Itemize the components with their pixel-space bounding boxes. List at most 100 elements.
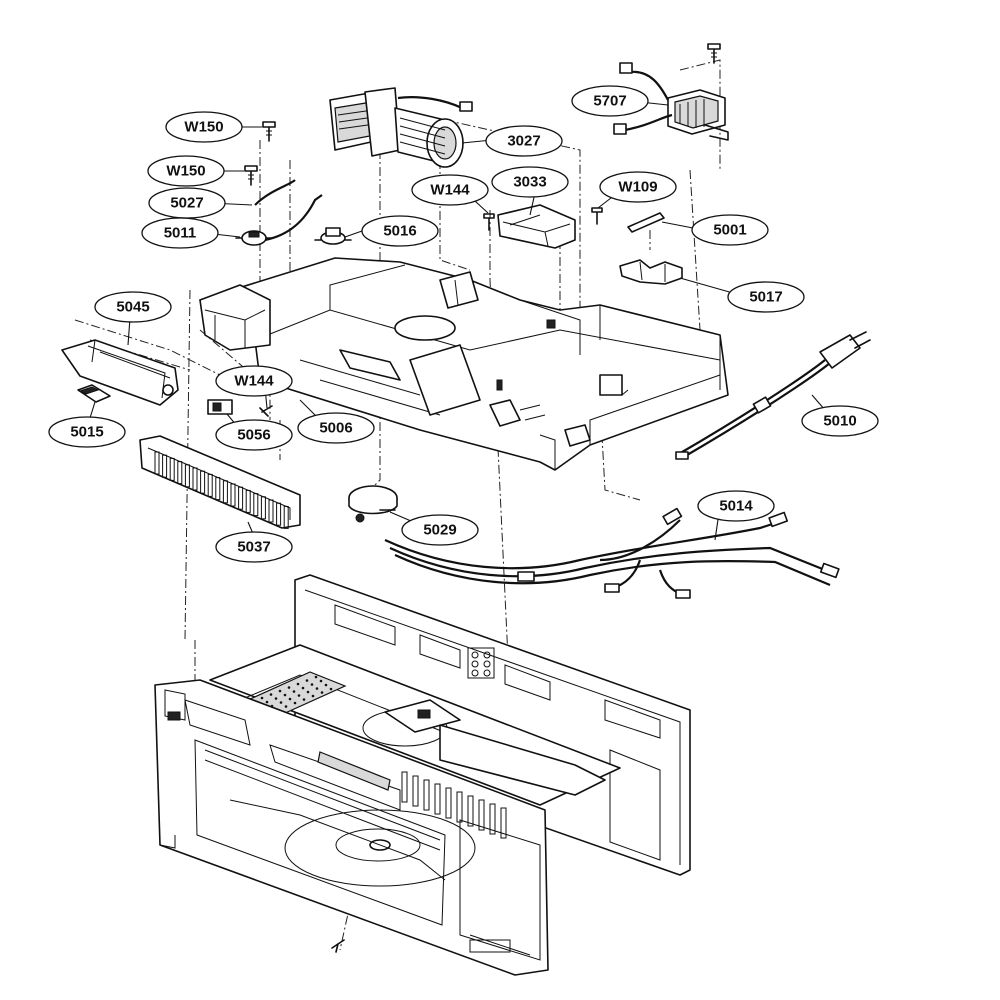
wire-harness-5014 [384,507,840,599]
svg-text:5056: 5056 [237,427,270,444]
vent-hole [279,701,283,704]
front-vent-slot [401,771,408,803]
microwave-cavity-chassis [154,574,691,976]
svg-text:5015: 5015 [70,424,103,441]
callout-5016: 5016 [361,215,439,247]
front-vent-slot [412,775,419,807]
grille-slat [200,470,206,494]
grille-slat [238,486,244,510]
vent-hole [265,700,269,704]
front-vent-slot [434,783,441,815]
grille-slat [222,480,228,504]
svg-text:5029: 5029 [423,522,456,539]
grille-slat [215,477,221,501]
grille-slat [192,467,198,491]
vent-hole [293,701,297,705]
vent-hole [287,686,291,689]
svg-text:3033: 3033 [513,174,546,191]
screw-icon [483,213,495,231]
vent-hole [319,679,323,683]
svg-text:5011: 5011 [164,225,197,242]
bracket-5017 [619,259,683,285]
callout-5006: 5006 [297,412,375,444]
callout-5056: 5056 [215,419,293,451]
vent-hole [292,690,296,693]
grille-slat [260,496,266,520]
vent-hole [260,696,264,700]
vent-grille-5037 [139,435,301,529]
front-vent-slot [445,787,452,819]
vent-hole [301,686,305,690]
svg-text:W144: W144 [234,373,274,390]
vent-hole [315,687,319,690]
callout-5011: 5011 [141,217,219,249]
screw-icon [331,939,345,953]
svg-text:5045: 5045 [116,299,149,316]
vent-hole [297,694,301,697]
callout-5010: 5010 [801,405,879,437]
grille-slat [268,499,274,523]
callout-5015: 5015 [48,416,126,448]
grille-slat [169,457,175,481]
screw-icon [591,207,603,225]
svg-text:5037: 5037 [237,539,270,556]
thermal-cutout-5011 [235,179,323,246]
screw-icon [262,121,276,142]
svg-text:W150: W150 [166,163,205,180]
svg-text:3027: 3027 [507,133,540,150]
power-cord-plug-5010 [675,331,871,460]
svg-text:5014: 5014 [719,498,753,515]
callout-w144-top: W144 [411,174,489,206]
vent-hole [310,683,314,686]
callout-3033: 3033 [491,166,569,198]
vent-hole [329,687,333,691]
grille-slat [276,502,282,526]
grille-slat [177,461,183,485]
callout-5001: 5001 [691,214,769,246]
front-vent-slot [467,795,474,827]
grille-slat [184,464,190,488]
fan-motor-3027 [329,87,473,168]
svg-text:5707: 5707 [593,93,626,110]
turntable-motor-5029 [348,485,398,523]
front-vent-slot [423,779,430,811]
vent-hole [306,690,310,694]
vent-hole [302,698,306,701]
front-vent-slot [478,799,485,831]
vent-hole [305,679,309,682]
grille-slat [207,473,213,497]
svg-text:5027: 5027 [170,195,203,212]
vent-hole [269,693,273,696]
grille-slat [253,493,259,517]
thermostat-5016 [314,227,352,245]
rod-5001 [627,212,665,233]
callout-w150-mid: W150 [147,155,225,187]
svg-text:5006: 5006 [319,420,352,437]
svg-text:5016: 5016 [383,223,416,240]
panel-button-grid [467,647,495,679]
screw-icon [244,165,258,186]
callout-5707: 5707 [571,85,649,117]
callout-3027: 3027 [485,125,563,157]
vent-hole [324,683,328,687]
vent-hole [278,689,282,693]
callout-5029: 5029 [401,514,479,546]
svg-text:5001: 5001 [713,222,746,239]
front-vent-slot [500,807,507,839]
callout-w109: W109 [599,171,677,203]
grille-slat [245,489,251,513]
callout-w150-top: W150 [165,111,243,143]
callout-5014: 5014 [697,490,775,522]
svg-text:W144: W144 [430,182,470,199]
vent-hole [320,691,324,694]
screw-icon [707,43,721,64]
svg-text:5010: 5010 [823,413,856,430]
switch-5056 [207,399,233,415]
grille-slat [162,454,168,478]
vent-hole [274,697,278,700]
damper-5045 [61,339,179,406]
svg-text:W109: W109 [618,179,657,196]
screw-icon [259,405,273,417]
front-vent-slot [489,803,496,835]
